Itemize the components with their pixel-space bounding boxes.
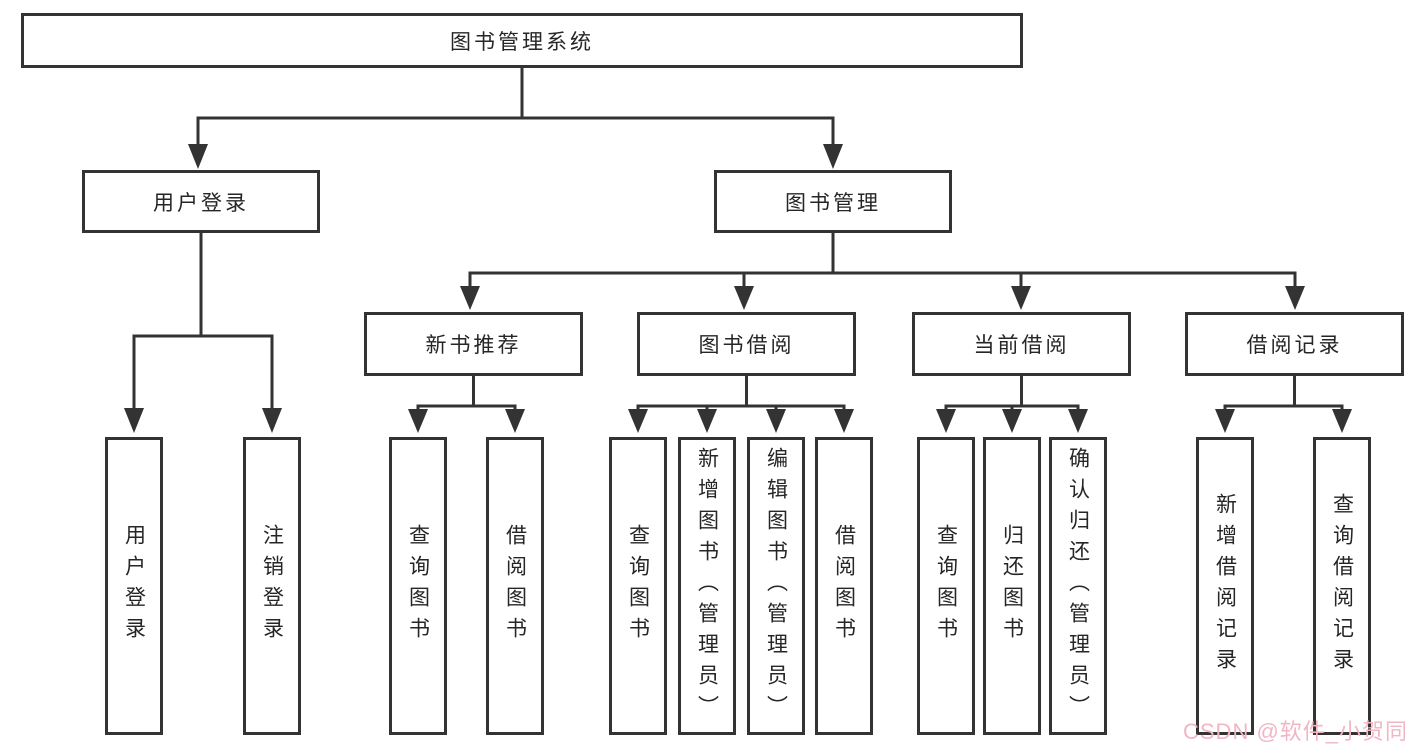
node-label: 新增借阅记录 bbox=[1213, 493, 1237, 679]
node-label: 查询图书 bbox=[626, 524, 650, 648]
node-book-management-system: 图书管理系统 bbox=[21, 13, 1023, 68]
node-return-books: 归还图书 bbox=[983, 437, 1041, 735]
node-label: 注销登录 bbox=[260, 524, 284, 648]
node-label: 新增图书（管理员） bbox=[695, 446, 719, 726]
node-confirm-return-admin: 确认归还（管理员） bbox=[1049, 437, 1107, 735]
node-logout: 注销登录 bbox=[243, 437, 301, 735]
node-query-books-borrow: 查询图书 bbox=[609, 437, 667, 735]
node-edit-book-admin: 编辑图书（管理员） bbox=[747, 437, 805, 735]
node-label: 查询借阅记录 bbox=[1330, 493, 1354, 679]
node-add-book-admin: 新增图书（管理员） bbox=[678, 437, 736, 735]
node-label: 当前借阅 bbox=[973, 334, 1070, 357]
node-label: 查询图书 bbox=[406, 524, 430, 648]
node-new-book-recommend: 新书推荐 bbox=[364, 312, 583, 376]
node-book-management: 图书管理 bbox=[714, 170, 952, 233]
node-label: 借阅图书 bbox=[503, 524, 527, 648]
node-borrow-records: 借阅记录 bbox=[1185, 312, 1404, 376]
node-borrow-books-recommend: 借阅图书 bbox=[486, 437, 544, 735]
node-user-login-leaf: 用户登录 bbox=[105, 437, 163, 735]
node-label: 用户登录 bbox=[153, 191, 249, 215]
node-label: 新书推荐 bbox=[425, 334, 522, 357]
node-label: 图书借阅 bbox=[698, 334, 795, 357]
node-query-books-current: 查询图书 bbox=[917, 437, 975, 735]
node-label: 图书管理系统 bbox=[450, 30, 594, 54]
node-label: 图书管理 bbox=[785, 191, 881, 215]
node-borrow-books-leaf: 借阅图书 bbox=[815, 437, 873, 735]
node-label: 借阅记录 bbox=[1246, 334, 1343, 357]
node-query-books-recommend: 查询图书 bbox=[389, 437, 447, 735]
node-label: 归还图书 bbox=[1000, 524, 1024, 648]
node-query-borrow-record: 查询借阅记录 bbox=[1313, 437, 1371, 735]
node-label: 查询图书 bbox=[934, 524, 958, 648]
node-user-login: 用户登录 bbox=[82, 170, 320, 233]
node-label: 借阅图书 bbox=[832, 524, 856, 648]
node-label: 用户登录 bbox=[122, 524, 146, 648]
node-label: 确认归还（管理员） bbox=[1066, 446, 1090, 726]
node-current-borrow: 当前借阅 bbox=[912, 312, 1131, 376]
csdn-watermark: CSDN @软件_小贺同学 bbox=[1183, 719, 1405, 744]
node-label: 编辑图书（管理员） bbox=[764, 446, 788, 726]
node-add-borrow-record: 新增借阅记录 bbox=[1196, 437, 1254, 735]
node-book-borrow: 图书借阅 bbox=[637, 312, 856, 376]
